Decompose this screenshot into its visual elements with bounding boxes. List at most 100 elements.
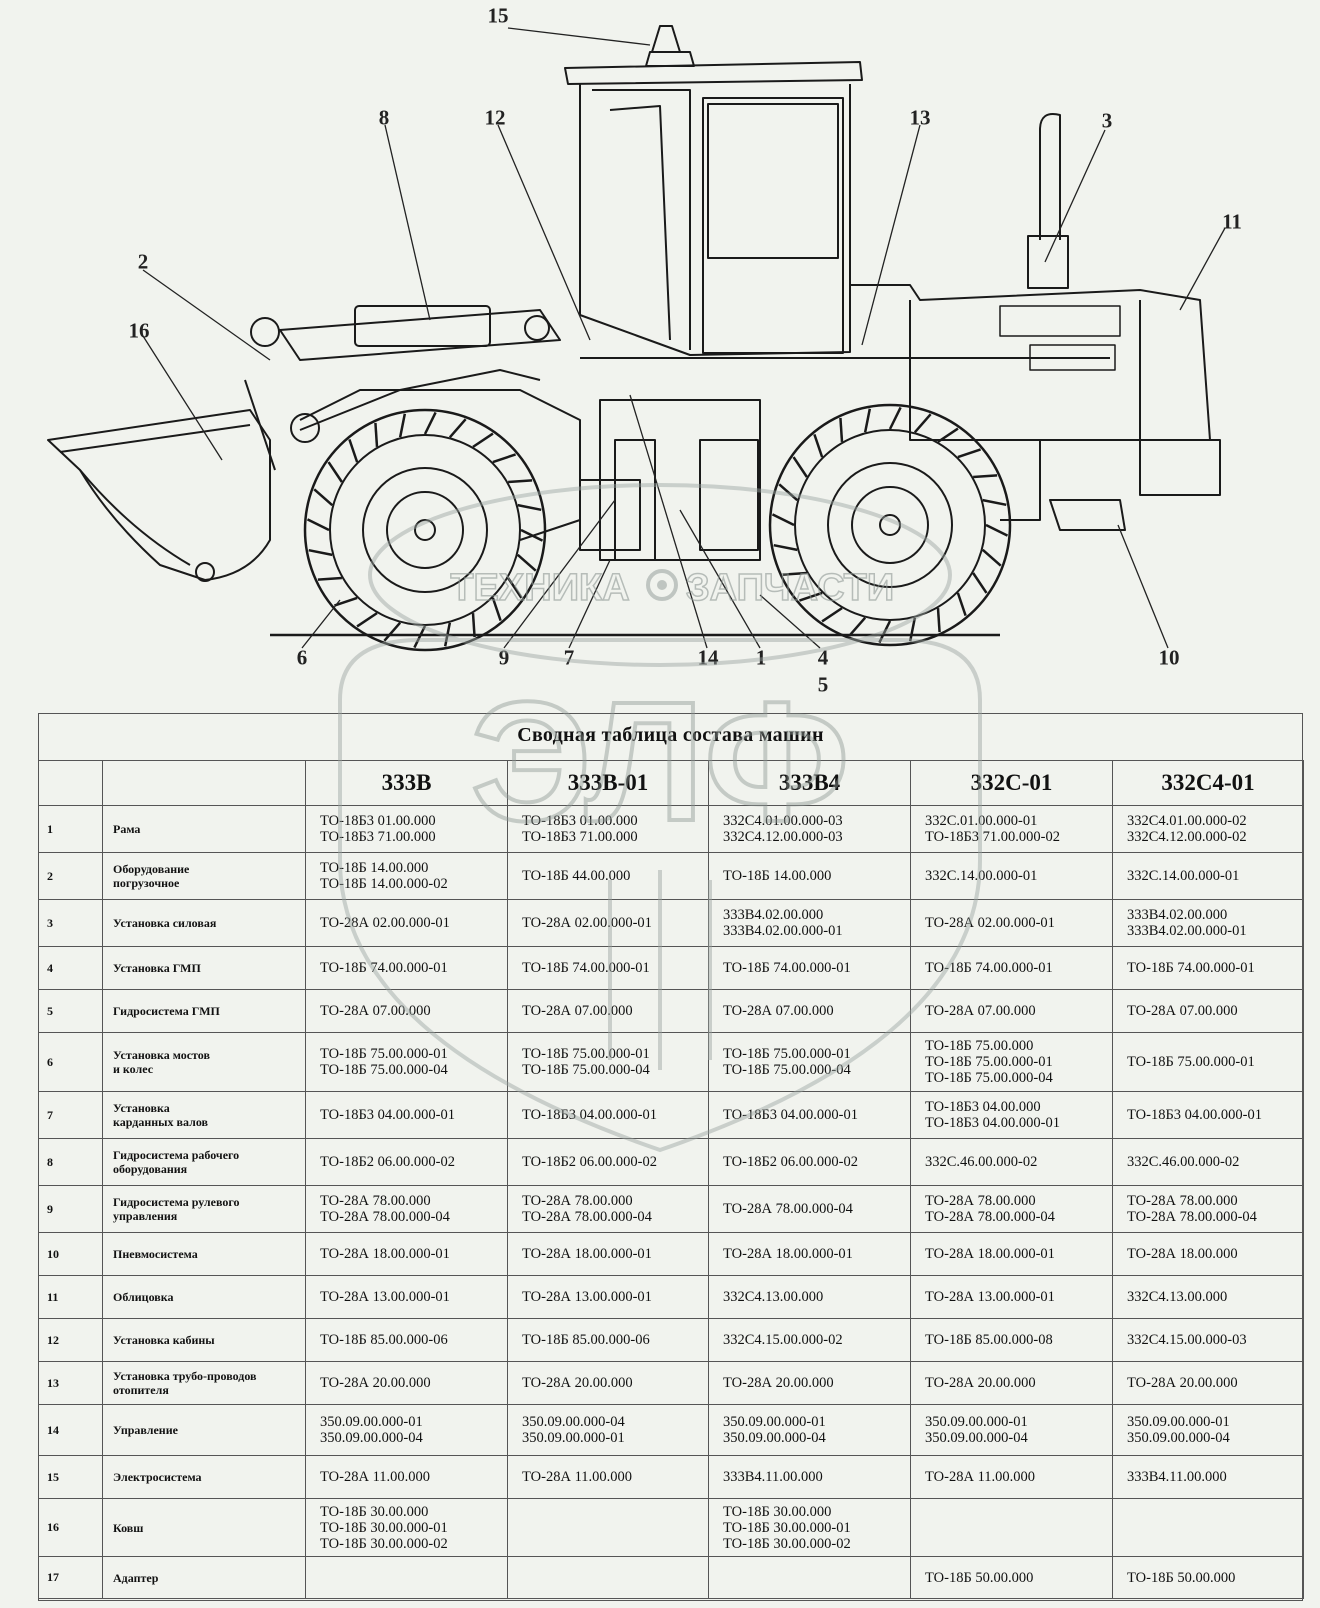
- row-number: 8: [38, 1138, 103, 1186]
- tire-lug: [413, 625, 427, 649]
- tire-lug: [443, 622, 452, 647]
- tire-lug: [957, 448, 982, 459]
- row-component-name: Электросистема: [102, 1455, 306, 1499]
- callout-5: 5: [817, 672, 829, 697]
- tire-lug: [472, 432, 494, 448]
- callout-10: 10: [1158, 645, 1180, 670]
- part-number-cell: [1112, 1498, 1304, 1557]
- part-number-cell: 332С4.13.00.000: [708, 1275, 911, 1319]
- row-number: 7: [38, 1091, 103, 1139]
- tire-lug: [813, 433, 824, 458]
- callout-13: 13: [909, 105, 931, 130]
- part-number-cell: 332С.01.00.000-01 ТО-18Б3 71.00.000-02: [910, 805, 1113, 853]
- column-header: 333В: [305, 760, 508, 806]
- part-number-cell: ТО-28А 78.00.000-04: [708, 1185, 911, 1233]
- part-number-cell: ТО-28А 07.00.000: [708, 989, 911, 1033]
- part-number-cell: ТО-28А 13.00.000-01: [305, 1275, 508, 1319]
- column-header: 332С-01: [910, 760, 1113, 806]
- loader-drawing: [47, 25, 1226, 652]
- part-number-cell: ТО-28А 13.00.000-01: [507, 1275, 709, 1319]
- part-number-cell: ТО-18Б3 04.00.000-01: [708, 1091, 911, 1139]
- table-header-row: 333В 333В-01 333В4 332С-01 332С4-01: [38, 760, 1304, 806]
- part-number-cell: ТО-28А 78.00.000 ТО-28А 78.00.000-04: [1112, 1185, 1304, 1233]
- tire-lug: [471, 613, 476, 638]
- tire-lug: [972, 572, 988, 594]
- callout-3: 3: [1101, 108, 1113, 133]
- tire-lug: [308, 548, 333, 557]
- tire-lug: [517, 503, 542, 512]
- part-number-cell: 333В4.11.00.000: [708, 1455, 911, 1499]
- part-number-cell: ТО-18Б 50.00.000: [910, 1556, 1113, 1599]
- callout-6: 6: [296, 645, 308, 670]
- part-number-cell: ТО-18Б 50.00.000: [1112, 1556, 1304, 1599]
- tire-lug: [798, 591, 823, 602]
- part-number-cell: 350.09.00.000-01 350.09.00.000-04: [708, 1404, 911, 1456]
- callout-12: 12: [484, 105, 506, 130]
- row-number: 11: [38, 1275, 103, 1319]
- part-number-cell: 350.09.00.000-04 350.09.00.000-01: [507, 1404, 709, 1456]
- part-number-cell: ТО-28А 02.00.000-01: [910, 899, 1113, 947]
- part-number-cell: 332С.46.00.000-02: [910, 1138, 1113, 1186]
- part-number-cell: 332С4.13.00.000: [1112, 1275, 1304, 1319]
- part-number-cell: [910, 1498, 1113, 1557]
- tire-lug: [491, 597, 502, 622]
- part-number-cell: [708, 1556, 911, 1599]
- tire-lug: [374, 422, 379, 447]
- tire-lug: [383, 621, 402, 642]
- part-number-cell: ТО-18Б2 06.00.000-02: [708, 1138, 911, 1186]
- part-number-cell: ТО-18Б3 04.00.000 ТО-18Б3 04.00.000-01: [910, 1091, 1113, 1139]
- part-number-cell: ТО-18Б3 04.00.000-01: [1112, 1091, 1304, 1139]
- row-number: 3: [38, 899, 103, 947]
- tire-lug: [982, 498, 1007, 507]
- tire-lug: [888, 406, 902, 430]
- row-component-name: Установка кабины: [102, 1318, 306, 1362]
- callout-7: 7: [563, 645, 575, 670]
- part-number-cell: ТО-18Б3 01.00.000 ТО-18Б3 71.00.000: [507, 805, 709, 853]
- tire-lug: [348, 438, 359, 463]
- part-number-cell: ТО-28А 20.00.000: [507, 1361, 709, 1405]
- tire-lug: [956, 592, 967, 617]
- tire-lug: [448, 418, 467, 439]
- part-number-cell: ТО-28А 18.00.000-01: [507, 1232, 709, 1276]
- tire-lug: [973, 474, 998, 479]
- part-number-cell: ТО-18Б 30.00.000 ТО-18Б 30.00.000-01 ТО-…: [708, 1498, 911, 1557]
- tire-lug: [778, 483, 799, 502]
- tire-lug: [771, 513, 795, 527]
- part-number-cell: 350.09.00.000-01 350.09.00.000-04: [305, 1404, 508, 1456]
- header-name: [102, 760, 306, 806]
- part-number-cell: ТО-18Б 75.00.000-01 ТО-18Б 75.00.000-04: [305, 1032, 508, 1092]
- row-number: 10: [38, 1232, 103, 1276]
- part-number-cell: ТО-18Б 75.00.000-01: [1112, 1032, 1304, 1092]
- part-number-cell: ТО-28А 78.00.000 ТО-28А 78.00.000-04: [507, 1185, 709, 1233]
- tire-lug: [937, 427, 959, 443]
- part-number-cell: ТО-18Б 75.00.000-01 ТО-18Б 75.00.000-04: [507, 1032, 709, 1092]
- tire-lug: [848, 616, 867, 637]
- tire-lug: [981, 548, 1002, 567]
- part-number-cell: ТО-28А 78.00.000 ТО-28А 78.00.000-04: [910, 1185, 1113, 1233]
- part-number-cell: ТО-18Б 74.00.000-01: [910, 946, 1113, 990]
- part-number-cell: 332С.14.00.000-01: [910, 852, 1113, 900]
- part-number-cell: ТО-18Б2 06.00.000-02: [305, 1138, 508, 1186]
- part-number-cell: ТО-18Б3 01.00.000 ТО-18Б3 71.00.000: [305, 805, 508, 853]
- column-header: 332С4-01: [1112, 760, 1304, 806]
- callout-1: 1: [755, 645, 767, 670]
- part-number-cell: 332С4.15.00.000-02: [708, 1318, 911, 1362]
- tire-lug: [936, 608, 941, 633]
- row-component-name: Гидросистема рулевого управления: [102, 1185, 306, 1233]
- column-header: 333В4: [708, 760, 911, 806]
- part-number-cell: 332С4.01.00.000-02 332С4.12.00.000-02: [1112, 805, 1304, 853]
- row-component-name: Установка ГМП: [102, 946, 306, 990]
- row-component-name: Ковш: [102, 1498, 306, 1557]
- row-component-name: Управление: [102, 1404, 306, 1456]
- part-number-cell: ТО-18Б 85.00.000-06: [507, 1318, 709, 1362]
- part-number-cell: [305, 1556, 508, 1599]
- row-number: 5: [38, 989, 103, 1033]
